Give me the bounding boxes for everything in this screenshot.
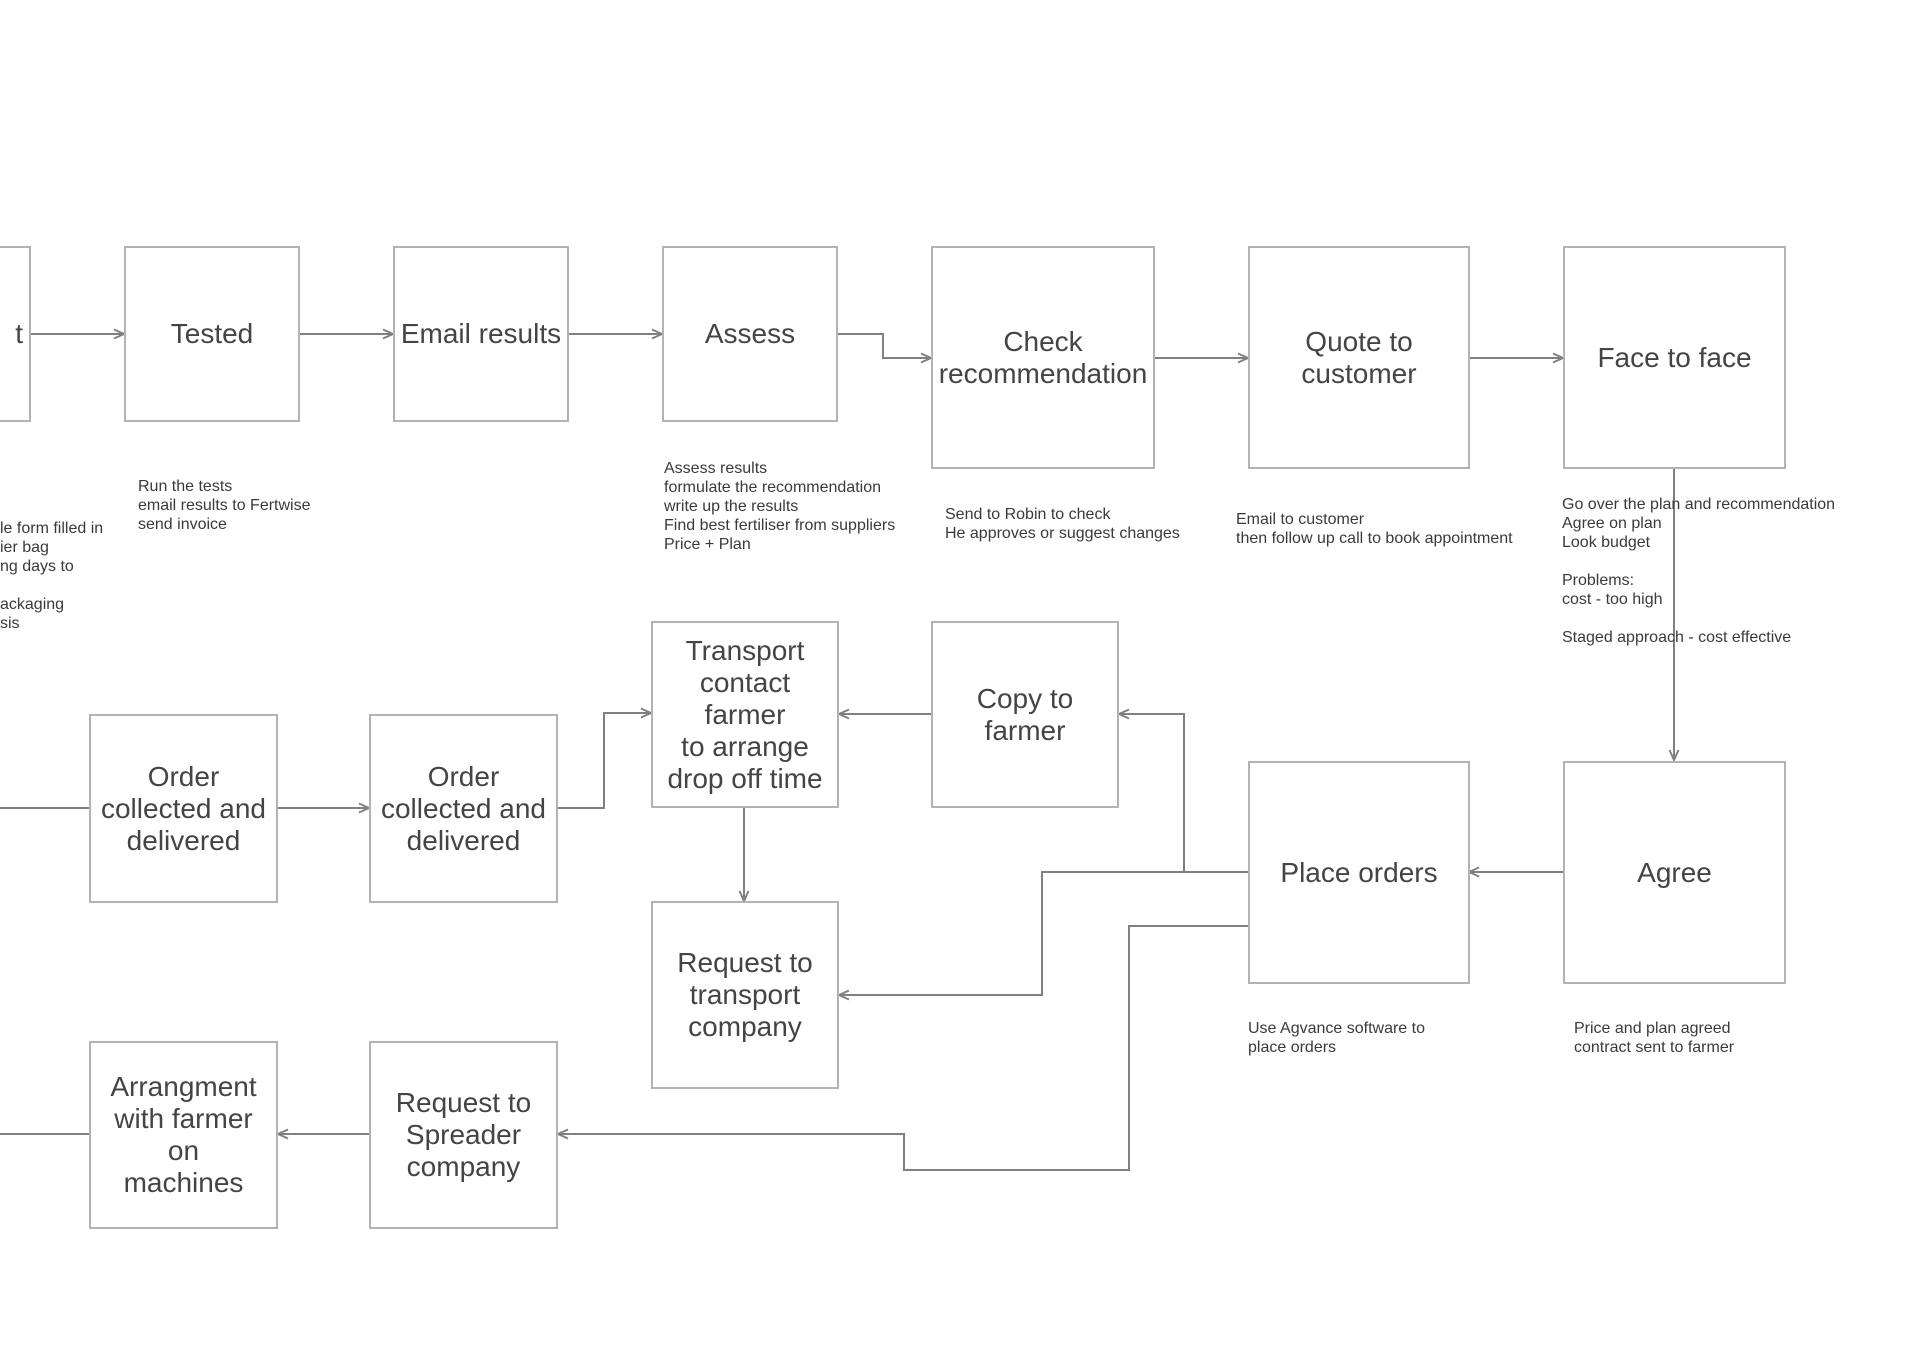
note-check: Send to Robin to check He approves or su… [945, 506, 1180, 542]
node-check-recommendation-label: Check recommendation [938, 325, 1148, 389]
node-order-collected-1[interactable]: Order collected and delivered [89, 714, 278, 903]
node-request-transport[interactable]: Request to transport company [651, 901, 839, 1089]
node-face-to-face[interactable]: Face to face [1563, 246, 1786, 469]
node-order-collected-2-label: Order collected and delivered [380, 760, 546, 856]
note-partial-left: le form filled in ier bag ng days to ack… [0, 520, 104, 632]
note-assess: Assess results formulate the recommendat… [664, 460, 896, 553]
node-tested-label: Tested [170, 318, 254, 349]
connector-assess-to-check [838, 333, 931, 358]
node-transport-contact-label: Transport contact farmer to arrange drop… [667, 634, 823, 794]
node-request-spreader-label: Request to Spreader company [395, 1087, 532, 1182]
node-face-to-face-label: Face to face [1597, 341, 1752, 373]
node-copy-to-farmer-label: Copy to farmer [976, 682, 1074, 746]
node-partial[interactable]: t [0, 246, 31, 422]
node-agree[interactable]: Agree [1563, 761, 1786, 984]
node-assess-label: Assess [704, 318, 796, 349]
node-email-results[interactable]: Email results [393, 246, 569, 422]
connector-order2-to-transport [558, 713, 651, 808]
node-arrangement[interactable]: Arrangment with farmer on machines [89, 1041, 278, 1229]
node-arrangement-label: Arrangment with farmer on machines [110, 1071, 257, 1198]
node-quote-to-customer[interactable]: Quote to customer [1248, 246, 1470, 469]
connector-place-orders-to-copy [1119, 714, 1248, 873]
node-place-orders-label: Place orders [1280, 856, 1438, 888]
connector-place-orders-to-transport [839, 871, 1184, 995]
node-order-collected-1-label: Order collected and delivered [100, 760, 266, 856]
node-copy-to-farmer[interactable]: Copy to farmer [931, 621, 1119, 808]
node-place-orders[interactable]: Place orders [1248, 761, 1470, 984]
node-agree-label: Agree [1637, 856, 1712, 888]
node-tested[interactable]: Tested [124, 246, 300, 422]
note-quote: Email to customer then follow up call to… [1236, 511, 1513, 547]
node-partial-label: t [15, 318, 23, 349]
note-tested: Run the tests email results to Fertwise … [138, 478, 311, 533]
node-request-transport-label: Request to transport company [677, 947, 813, 1042]
note-agree: Price and plan agreed contract sent to f… [1574, 1020, 1735, 1056]
note-face: Go over the plan and recommendation Agre… [1562, 496, 1836, 646]
node-request-spreader[interactable]: Request to Spreader company [369, 1041, 558, 1229]
node-assess[interactable]: Assess [662, 246, 838, 422]
node-order-collected-2[interactable]: Order collected and delivered [369, 714, 558, 903]
node-check-recommendation[interactable]: Check recommendation [931, 246, 1155, 469]
connector-place-orders-to-spreader [558, 925, 1248, 1171]
note-place-orders: Use Agvance software to place orders [1248, 1020, 1425, 1056]
node-transport-contact[interactable]: Transport contact farmer to arrange drop… [651, 621, 839, 808]
node-quote-to-customer-label: Quote to customer [1301, 325, 1417, 389]
node-email-results-label: Email results [400, 318, 562, 349]
